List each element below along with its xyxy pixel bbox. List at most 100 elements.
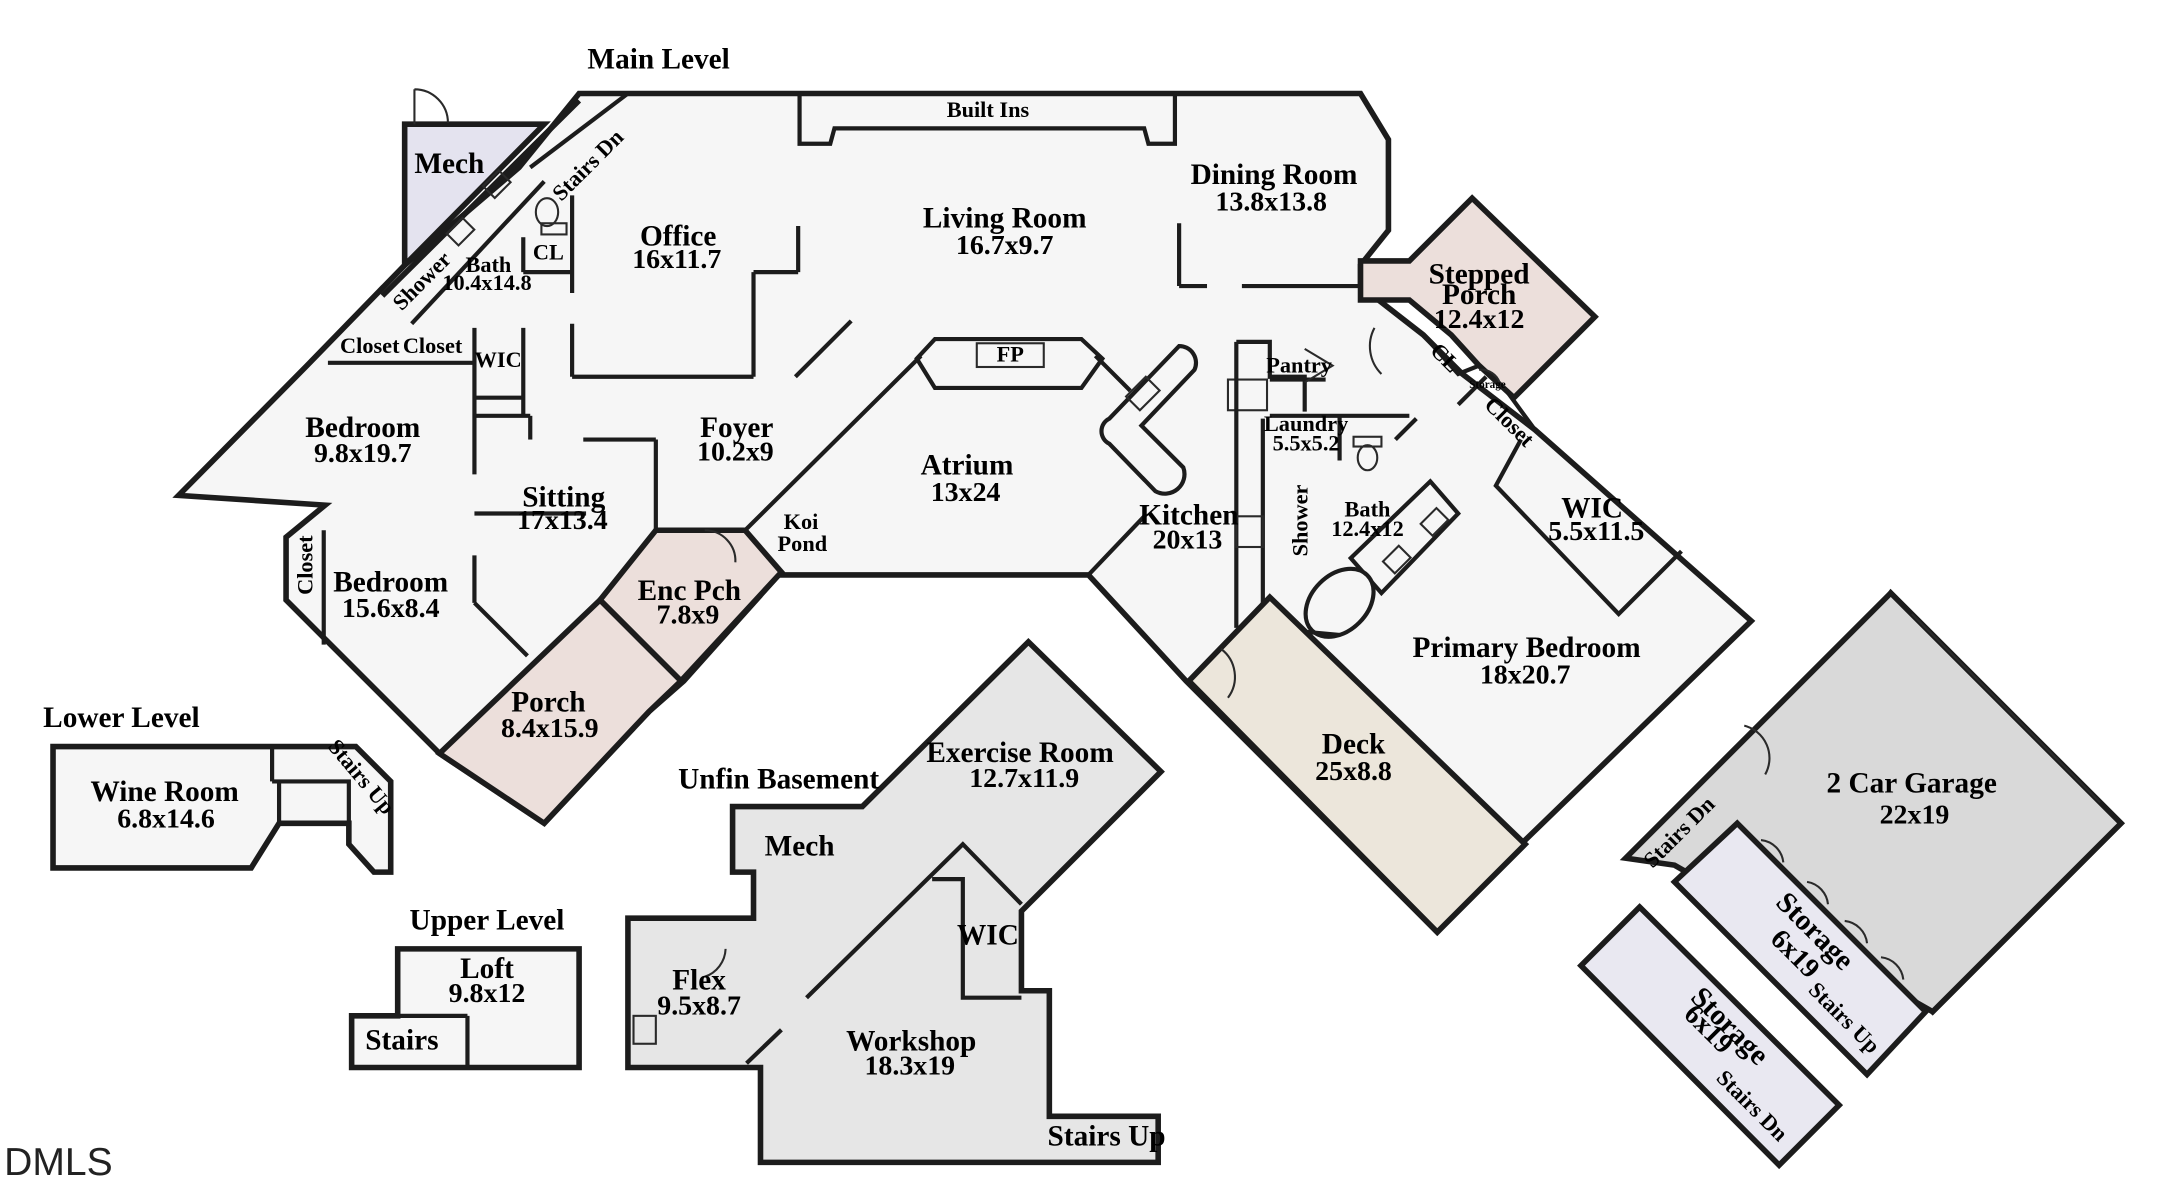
flex-label: Flex [672, 964, 726, 996]
bath-left-dims: 10.4x14.8 [442, 270, 531, 295]
toilet-icon [534, 197, 560, 228]
deck-label: Deck [1322, 729, 1386, 761]
water-heater-icon [632, 1014, 657, 1045]
bedroom-a-label: Bedroom [305, 412, 420, 444]
storage-door-4 [1880, 956, 1905, 980]
sink-icon [481, 168, 513, 200]
flex-dims: 9.5x8.7 [657, 990, 741, 1021]
closet-c-label: Closet [293, 535, 318, 595]
bedroom-a-dims: 9.8x19.7 [314, 438, 412, 469]
kitchen-column [1236, 339, 1307, 412]
loft-dims: 9.8x12 [449, 978, 526, 1009]
wic-right-wall [1493, 438, 1683, 617]
porch [435, 596, 685, 827]
exercise-dims: 12.7x11.9 [969, 763, 1079, 794]
atrium-wall [1086, 514, 1146, 577]
atrium-dims: 13x24 [931, 477, 1001, 508]
fp-label: FP [997, 341, 1024, 366]
sink-icon [1381, 544, 1413, 575]
storage-small-label: Storage [1469, 379, 1506, 391]
closet-a-label: Closet [340, 333, 400, 358]
storage-b [1577, 903, 1844, 1170]
labels: Main Level Lower Level Upper Level Unfin… [4, 43, 1997, 1184]
shower-right-label: Shower [1287, 484, 1312, 556]
bath-wall-2 [410, 179, 546, 326]
loft-stairs-label: Stairs [365, 1024, 438, 1056]
dmls-logo: DMLS [4, 1141, 113, 1184]
storage-door [1479, 368, 1502, 385]
upper-level-title: Upper Level [410, 904, 565, 936]
stepped-porch-dims: 12.4x12 [1434, 304, 1525, 335]
exercise-label: Exercise Room [926, 737, 1113, 769]
storage-door-1 [1760, 838, 1785, 863]
living-dims: 16.7x9.7 [956, 230, 1054, 261]
bath-wall-1 [380, 98, 582, 298]
storage-door-2 [1806, 880, 1830, 905]
mech-room [401, 121, 551, 272]
main-level-title: Main Level [587, 43, 729, 75]
office-dims: 16x11.7 [632, 244, 721, 275]
foyer-label: Foyer [700, 412, 773, 444]
lower-level-title: Lower Level [43, 702, 199, 734]
upper-level [348, 946, 582, 1071]
garage-door [1910, 613, 2101, 804]
kitchen-appliance [1235, 515, 1264, 549]
wic-left-label: WIC [475, 347, 522, 372]
laundry-label: Laundry [1264, 411, 1348, 436]
kitchen-counter [1226, 378, 1269, 412]
stepped-porch-label-1: Stepped [1429, 258, 1530, 290]
workshop-wall [805, 841, 1023, 1000]
koi-label-1: Koi [784, 509, 819, 534]
workshop-dims: 18.3x19 [864, 1050, 955, 1081]
wine-dims: 6.8x14.6 [117, 803, 215, 834]
closet-b-label: Closet [403, 333, 463, 358]
bath-vanity [1347, 478, 1462, 597]
stepped-porch [1357, 194, 1599, 402]
basement-level-title: Unfin Basement [678, 763, 879, 795]
pantry-door [1304, 347, 1335, 384]
garage-label: 2 Car Garage [1827, 768, 1997, 800]
mech-label: Mech [414, 148, 484, 180]
built-ins-label: Built Ins [947, 97, 1030, 122]
atrium-label: Atrium [921, 449, 1014, 481]
pantry-label: Pantry [1266, 353, 1332, 378]
foyer-dims: 10.2x9 [697, 436, 774, 467]
cl-left-label: CL [533, 240, 564, 265]
wine-stairs [272, 779, 351, 826]
sink-icon [1419, 506, 1450, 538]
storage-door-3 [1844, 919, 1869, 944]
mech-b-label: Mech [765, 830, 835, 862]
built-ins-cabinet [797, 93, 1178, 146]
stepped-porch-door [1368, 327, 1383, 375]
koi-label-2: Pond [778, 531, 828, 556]
lower-level [50, 743, 394, 875]
sitting-label: Sitting [522, 482, 605, 514]
bath-wall-3 [528, 91, 630, 170]
atrium-wall [1093, 354, 1132, 393]
primary-bedroom-dims: 18x20.7 [1480, 660, 1571, 691]
flex-wall [745, 1028, 783, 1065]
storage-a [1670, 819, 1930, 1079]
bedroom-b-label: Bedroom [333, 567, 448, 599]
laundry-wall [1393, 417, 1418, 442]
bath-right-label: Bath [1345, 496, 1391, 521]
wic-right-label: WIC [1561, 493, 1623, 525]
enc-porch-door [704, 529, 737, 563]
sitting-wall [472, 601, 529, 658]
basement-outline [625, 637, 1165, 1166]
office-label: Office [640, 221, 716, 253]
deck-door [1220, 648, 1236, 699]
deck [1184, 593, 1530, 937]
loft-label: Loft [460, 953, 514, 985]
basement-level [625, 637, 1165, 1166]
atrium-wall [743, 354, 923, 532]
bedroom-b-dims: 15.6x8.4 [342, 593, 440, 624]
primary-bedroom-label: Primary Bedroom [1413, 632, 1641, 664]
office-wall [793, 319, 853, 379]
dining-label: Dining Room [1191, 159, 1358, 191]
kitchen-island [1099, 343, 1199, 496]
enc-pch-label: Enc Pch [638, 575, 741, 607]
fireplace-hearth [975, 342, 1045, 369]
wic-right-dims: 5.5x11.5 [1548, 516, 1644, 547]
